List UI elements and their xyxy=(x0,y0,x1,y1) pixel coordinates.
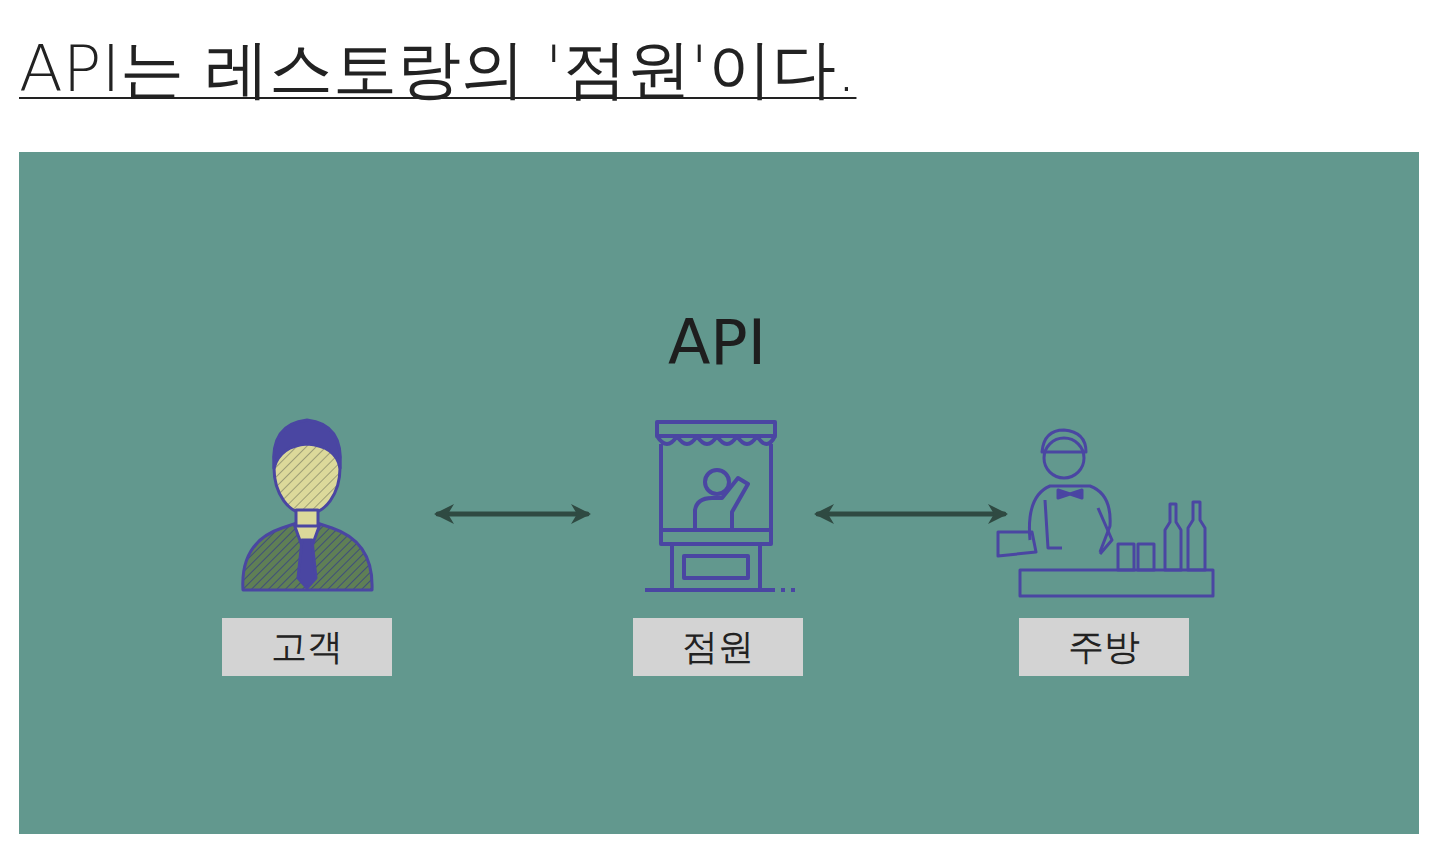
role-tag: 점원 xyxy=(633,618,803,676)
api-label: API xyxy=(668,306,766,379)
title: API는 레스토랑의 '점원'이다. xyxy=(19,26,856,113)
role-node: 고객 xyxy=(222,410,392,676)
role-tag: 주방 xyxy=(1019,618,1189,676)
chef-icon xyxy=(998,430,1213,596)
role-node: 점원 xyxy=(633,410,803,676)
customer-icon xyxy=(243,420,372,590)
role-name: 주방 xyxy=(1068,623,1140,672)
double-arrow xyxy=(438,512,587,517)
role-name: 고객 xyxy=(271,623,343,672)
clerk-icon xyxy=(645,422,795,590)
role-node: 주방 xyxy=(1019,410,1189,676)
role-name: 점원 xyxy=(682,623,754,672)
role-tag: 고객 xyxy=(222,618,392,676)
double-arrow xyxy=(818,512,1004,517)
